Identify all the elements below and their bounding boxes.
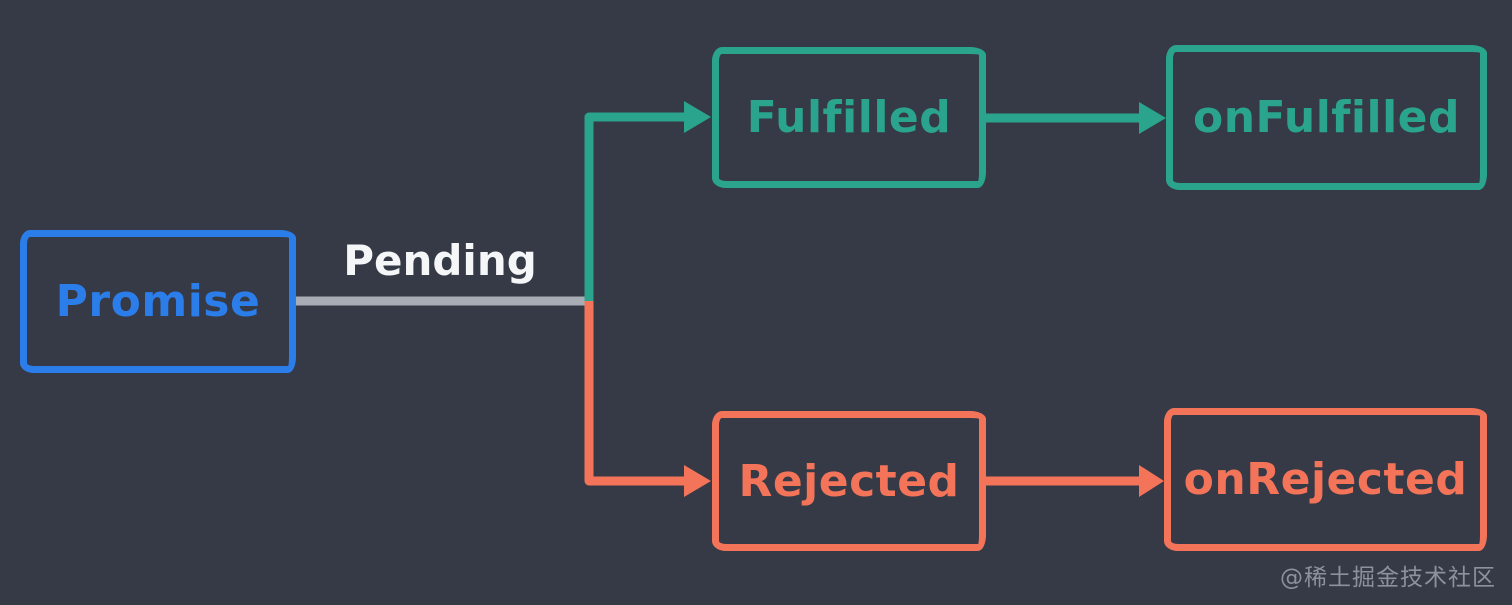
node-onrejected: onRejected — [1164, 408, 1487, 551]
watermark: @稀土掘金技术社区 — [1280, 565, 1496, 591]
node-onrejected-label: onRejected — [1183, 454, 1468, 505]
node-fulfilled-label: Fulfilled — [746, 92, 952, 143]
fulfilled-arrowhead-icon — [684, 101, 711, 133]
onfulfilled-arrowhead-icon — [1139, 102, 1166, 134]
node-onfulfilled: onFulfilled — [1166, 45, 1487, 190]
edge-label-pending: Pending — [343, 236, 537, 285]
node-fulfilled: Fulfilled — [712, 47, 986, 188]
onrejected-arrowhead-icon — [1139, 465, 1164, 497]
rejected-arrowhead-icon — [684, 465, 711, 497]
fulfilled-elbow-line — [584, 112, 684, 301]
node-onfulfilled-label: onFulfilled — [1192, 92, 1461, 143]
node-rejected-label: Rejected — [738, 455, 960, 507]
node-promise-label: Promise — [55, 276, 261, 327]
rejected-elbow-line — [584, 301, 684, 486]
node-promise: Promise — [20, 230, 296, 373]
node-rejected: Rejected — [712, 411, 986, 551]
